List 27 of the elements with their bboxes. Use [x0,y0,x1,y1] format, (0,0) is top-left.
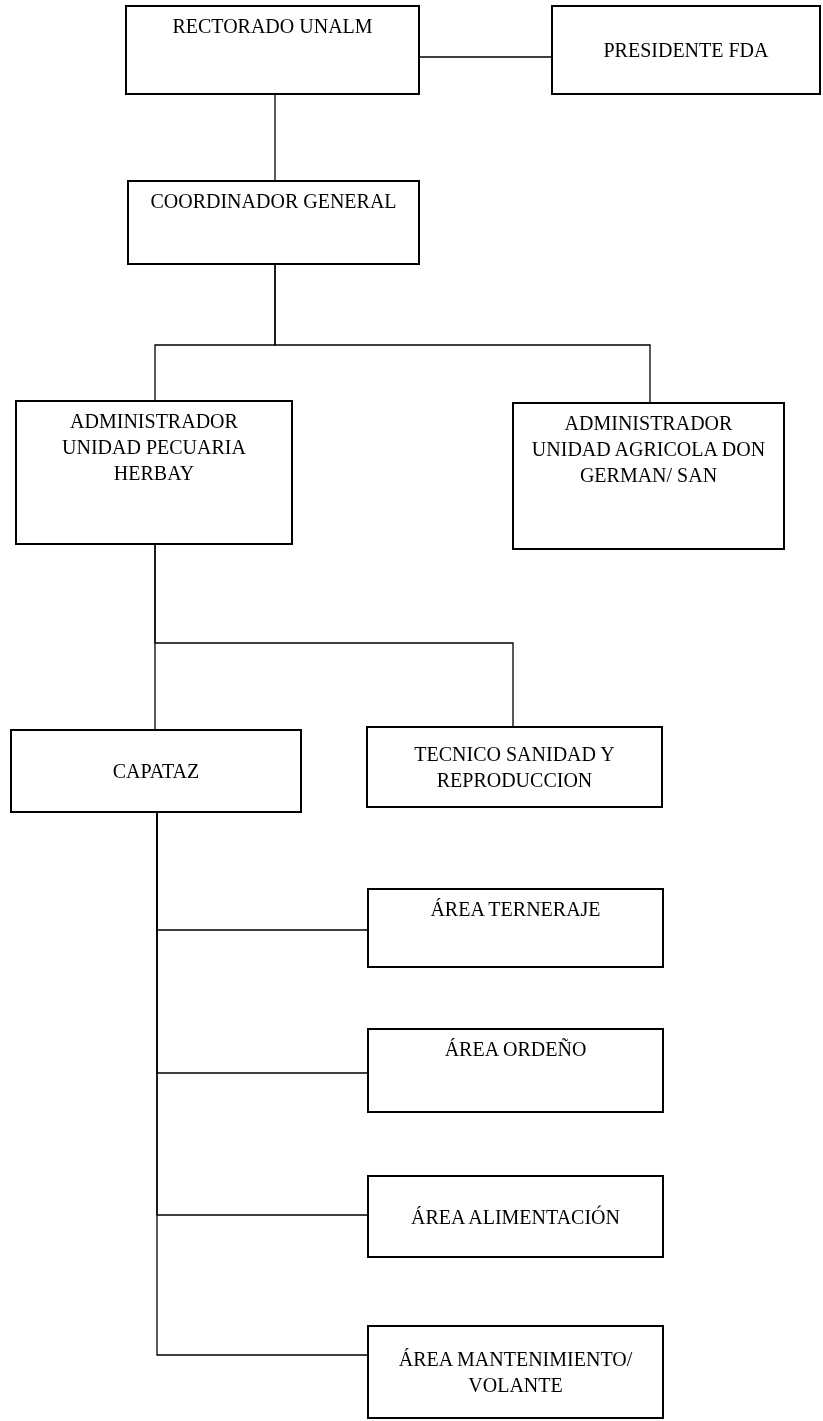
org-box [366,726,663,808]
box-label: COORDINADOR GENERAL [150,189,397,214]
org-box [367,1325,664,1419]
box-label: TECNICO SANIDAD Y REPRODUCCION [413,742,616,793]
org-box [125,5,420,95]
box-label: ÁREA TERNERAJE [430,897,601,922]
box-label: ADMINISTRADOR UNIDAD PECUARIA HERBAY [61,409,247,486]
box-label: ÁREA MANTENIMIENTO/ VOLANTE [397,1347,634,1398]
org-box [367,888,664,968]
box-label: CAPATAZ [112,759,200,784]
box-label: PRESIDENTE FDA [603,38,769,63]
connector-line [154,544,514,727]
box-label: ÁREA ORDEÑO [444,1037,587,1062]
org-box [15,400,293,545]
connector-line [274,264,651,403]
org-box [10,729,302,813]
connector-line [419,56,552,58]
box-label: RECTORADO UNALM [172,14,373,39]
connector-line [274,94,276,181]
org-box [551,5,821,95]
connector-line [156,812,368,1356]
org-box [367,1175,664,1258]
box-label: ÁREA ALIMENTACIÓN [411,1204,620,1230]
org-box [127,180,420,265]
box-label: ADMINISTRADOR UNIDAD AGRICOLA DON GERMAN/ SAN [530,411,767,488]
org-box [512,402,785,550]
org-box [367,1028,664,1113]
